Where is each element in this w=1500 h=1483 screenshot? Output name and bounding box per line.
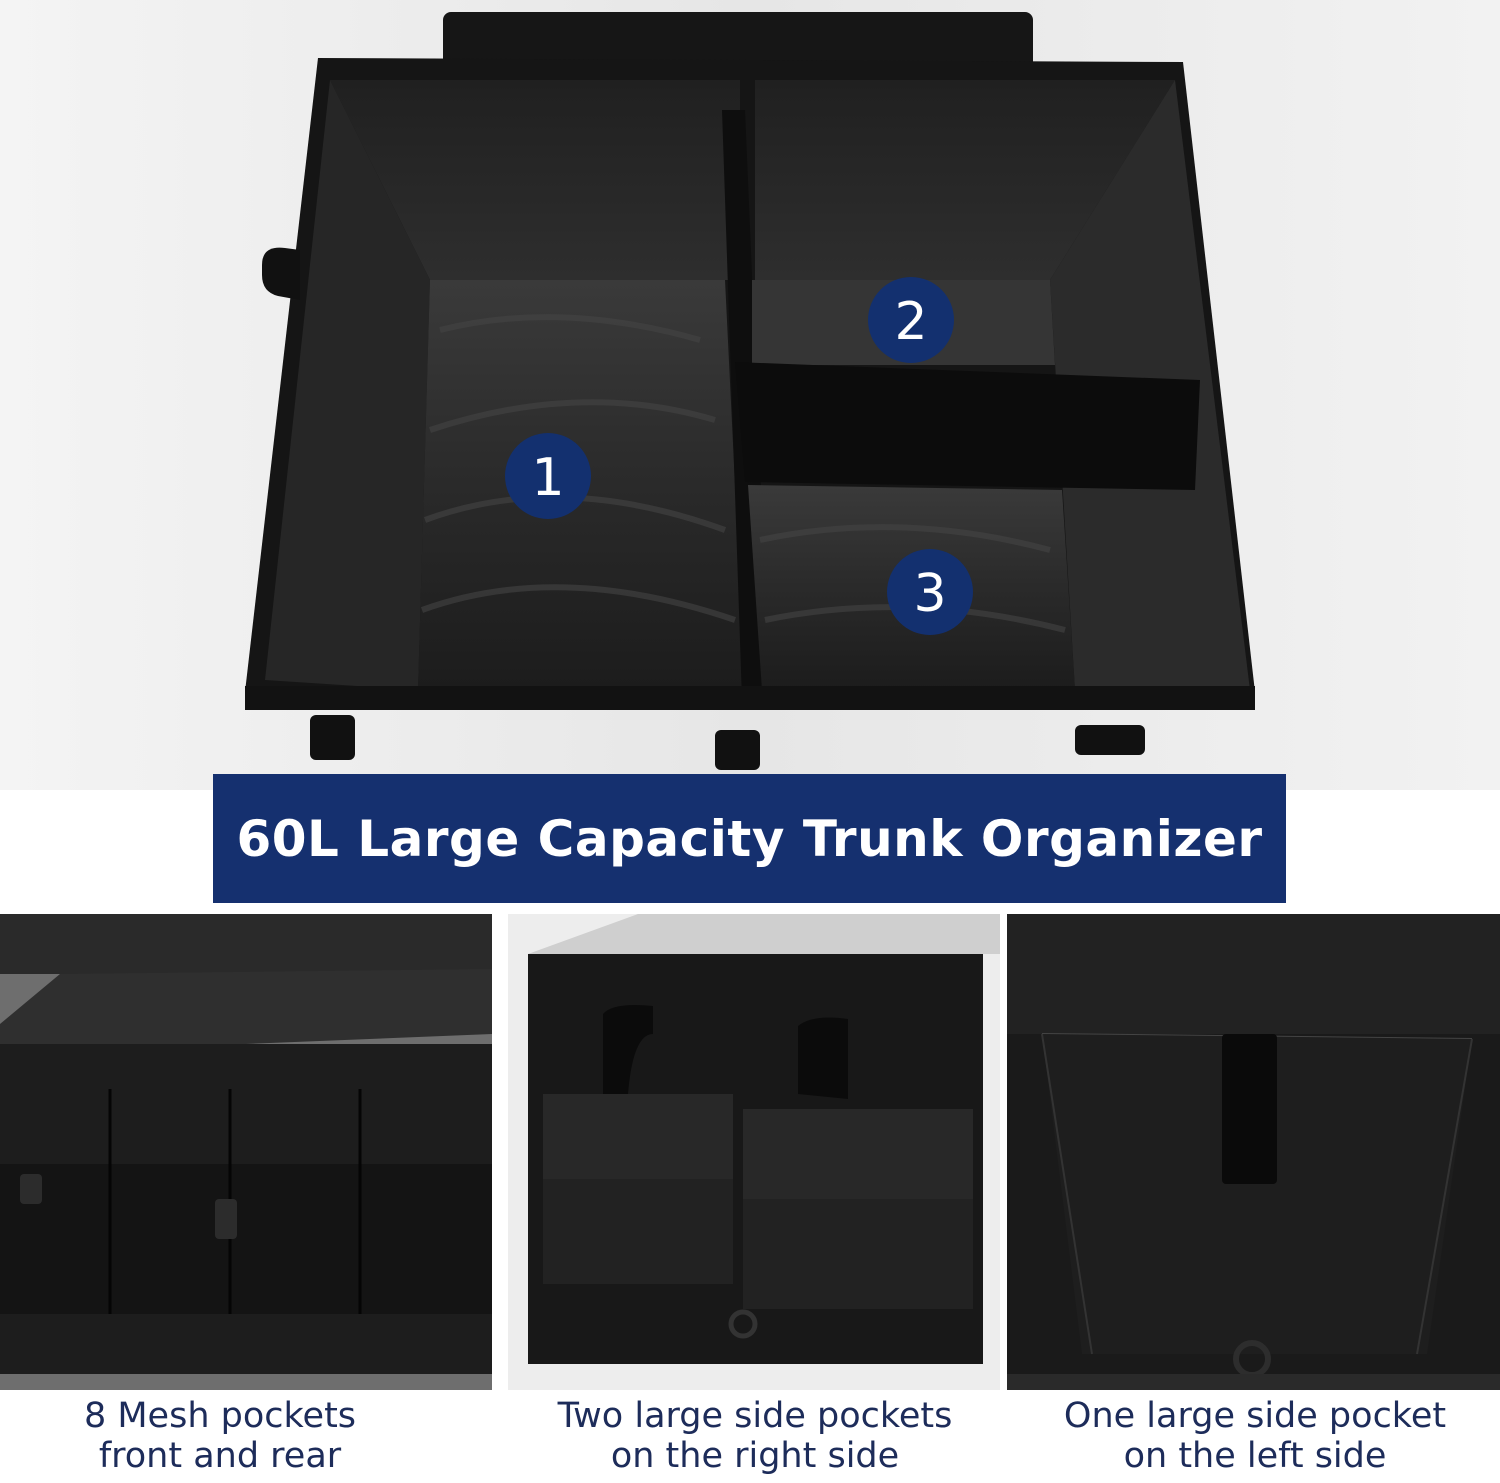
banner-title: 60L Large Capacity Trunk Organizer: [236, 809, 1263, 868]
compartment-1-label: 1: [531, 448, 564, 508]
title-banner: 60L Large Capacity Trunk Organizer: [213, 774, 1286, 903]
compartment-badge-1: 1: [505, 433, 591, 519]
caption-3-line-2: on the left side: [1123, 1436, 1387, 1476]
caption-mesh-pockets: 8 Mesh pockets front and rear: [0, 1396, 440, 1476]
compartment-2-label: 2: [894, 292, 927, 352]
hero-photo: 1 2 3: [0, 0, 1500, 790]
caption-2-line-1: Two large side pockets: [557, 1396, 953, 1436]
caption-2-line-2: on the right side: [610, 1436, 900, 1476]
caption-3-line-1: One large side pocket: [1063, 1396, 1447, 1436]
compartment-badge-2: 2: [868, 277, 954, 363]
caption-left-side-pocket: One large side pocket on the left side: [1010, 1396, 1500, 1476]
compartment-3-label: 3: [913, 564, 946, 624]
left-side-pocket-photo: [1007, 914, 1500, 1390]
compartment-badge-3: 3: [887, 549, 973, 635]
right-side-pockets-photo: [508, 914, 1000, 1390]
caption-1-line-2: front and rear: [98, 1436, 342, 1476]
caption-right-side-pockets: Two large side pockets on the right side: [505, 1396, 1005, 1476]
caption-1-line-1: 8 Mesh pockets: [83, 1396, 357, 1436]
mesh-pockets-photo: [0, 914, 492, 1390]
